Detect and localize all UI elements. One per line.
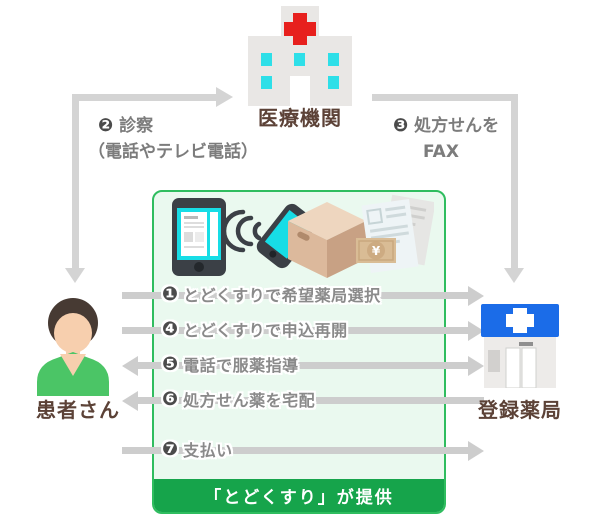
arrow-line [511,94,518,268]
todokusuri-banner: 「とどくすり」が提供 [154,479,444,512]
step-label: 処方せんを [414,116,500,136]
hospital-building-icon [248,6,352,106]
step-sublabel: （電話やテレビ電話） [88,142,258,162]
arrow-down-icon [504,268,524,283]
arrow-right-icon [468,286,484,306]
step-number: ❷ [98,115,114,136]
arrow-line [72,94,218,101]
pharmacy-label: 登録薬局 [478,398,562,422]
prescription-payment-icon: ¥ [356,194,434,274]
patient-label: 患者さん [36,398,120,422]
pharmacy-store-icon [481,304,559,388]
hospital-label: 医療機関 [258,106,342,130]
step-label: 診察 [119,116,154,136]
arrow-left-icon [122,356,138,376]
step3-fax-note: ❸ 処方せんを FAX [393,113,499,165]
arrow-down-icon [65,268,85,283]
step-number: ❸ [393,115,409,136]
arrow-line [72,94,79,270]
step-sublabel: FAX [423,142,459,162]
arrow-line [372,94,518,101]
svg-text:¥: ¥ [372,244,381,258]
yen-banknote-icon: ¥ [356,238,396,263]
step2-consultation-note: ❷ 診察 （電話やテレビ電話） [88,113,258,165]
patient-avatar-icon [37,298,109,396]
delivery-box-icon [288,202,366,278]
smartphone-icon [172,198,226,276]
arrow-right-icon [216,87,233,107]
arrow-right-icon [468,441,484,461]
